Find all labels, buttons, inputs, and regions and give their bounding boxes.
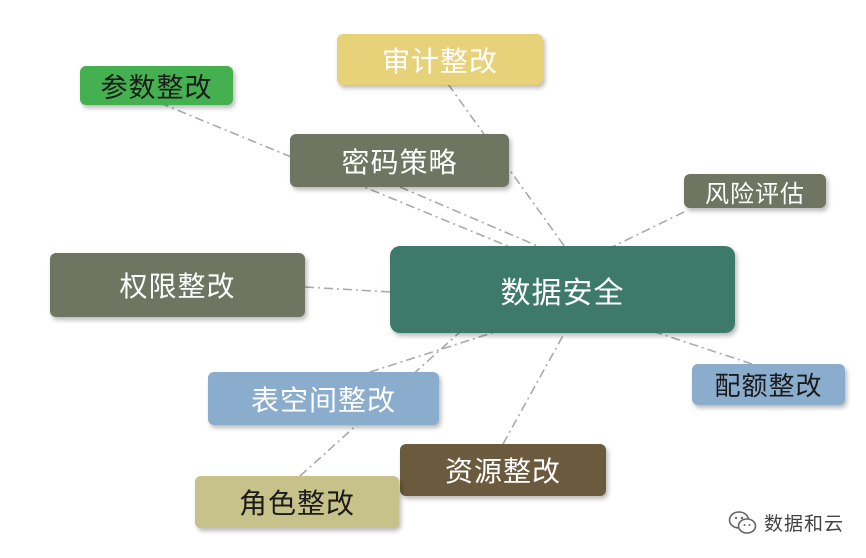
node-role[interactable]: 角色整改	[195, 476, 399, 528]
node-password[interactable]: 密码策略	[290, 134, 509, 187]
node-role-label: 角色整改	[238, 487, 355, 520]
node-audit[interactable]: 审计整改	[337, 34, 543, 85]
connector-tablespace	[369, 331, 496, 373]
node-tablespace-label: 表空间整改	[250, 383, 396, 417]
node-audit-label: 审计整改	[381, 44, 498, 78]
node-param-label: 参数整改	[100, 73, 213, 104]
node-risk-label: 风险评估	[705, 179, 805, 208]
node-resource-label: 资源整改	[444, 455, 561, 488]
connector-perm	[304, 286, 391, 293]
node-center-label: 数据安全	[500, 275, 625, 311]
node-resource[interactable]: 资源整改	[400, 444, 606, 496]
node-risk[interactable]: 风险评估	[684, 174, 826, 208]
watermark-text: 数据和云	[763, 513, 844, 535]
node-quota-label: 配额整改	[714, 372, 823, 402]
node-perm-label: 权限整改	[119, 270, 236, 303]
connector-role	[299, 331, 461, 477]
connector-password	[399, 186, 541, 248]
connector-param	[159, 102, 511, 248]
node-password-label: 密码策略	[341, 145, 458, 179]
watermark: 数据和云	[728, 509, 844, 536]
node-perm[interactable]: 权限整改	[50, 253, 305, 317]
node-tablespace[interactable]: 表空间整改	[208, 372, 439, 425]
connector-resource	[502, 331, 566, 445]
node-center[interactable]: 数据安全	[390, 246, 735, 333]
wechat-icon	[728, 510, 757, 534]
node-param[interactable]: 参数整改	[80, 66, 233, 105]
connector-risk	[611, 211, 685, 248]
node-quota[interactable]: 配额整改	[692, 364, 845, 405]
connector-quota	[654, 331, 753, 365]
